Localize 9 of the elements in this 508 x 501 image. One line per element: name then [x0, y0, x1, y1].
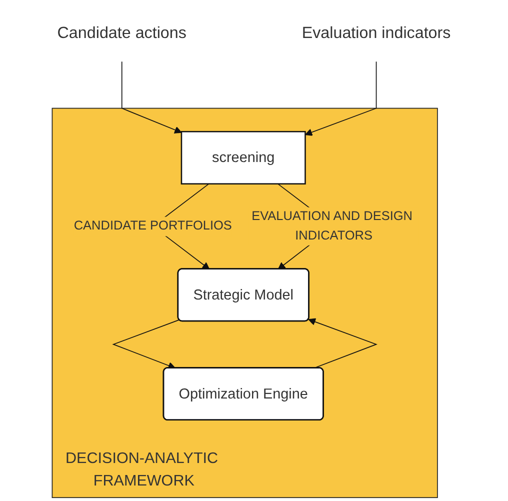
arrow	[304, 61, 377, 136]
node-box: screening	[180, 130, 306, 184]
node-text: Evaluation indicators	[302, 24, 451, 42]
arrow	[112, 319, 180, 370]
arrow	[121, 61, 182, 134]
arrow	[308, 318, 378, 369]
node-text: Candidate actions	[57, 24, 186, 42]
edge-label: CANDIDATE PORTFOLIOS	[74, 218, 232, 233]
edge-label: EVALUATION AND DESIGN INDICATORS	[252, 208, 413, 242]
